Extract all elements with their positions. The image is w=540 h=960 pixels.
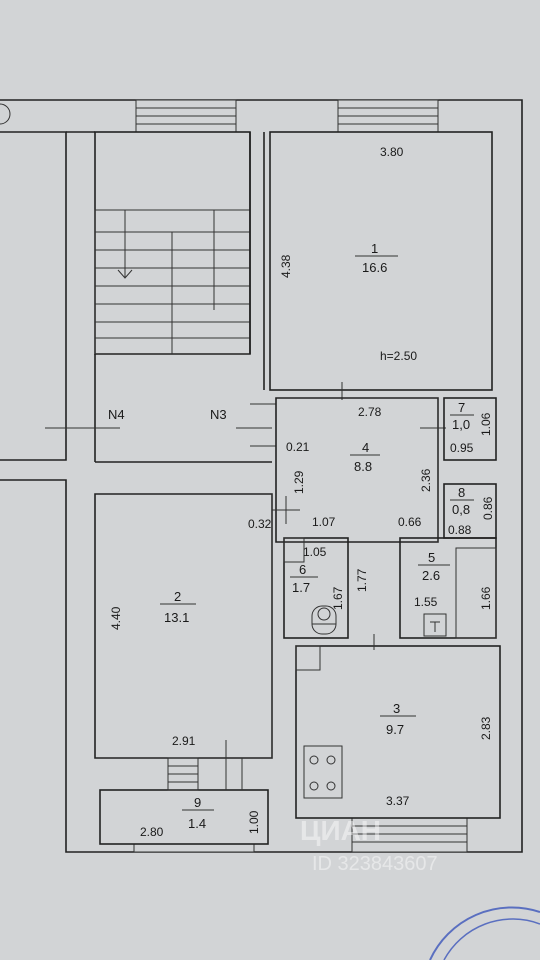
room-8-number: 8 (458, 485, 465, 500)
edge-marker (0, 103, 11, 125)
room-9 (99, 740, 269, 845)
dim-1-00: 1.00 (247, 810, 261, 834)
room-4-area: 8.8 (354, 459, 372, 474)
dim-1-66: 1.66 (479, 586, 493, 610)
dim-1-07: 1.07 (312, 515, 336, 529)
room-9-number: 9 (194, 795, 201, 810)
fraction-bars (160, 255, 474, 811)
dim-0-66: 0.66 (398, 515, 422, 529)
room-2 (94, 493, 273, 759)
room-7-area: 1,0 (452, 417, 470, 432)
outer-walls (0, 99, 523, 853)
dim-4-38: 4.38 (279, 254, 293, 278)
dim-0-21: 0.21 (286, 440, 310, 454)
room-1-number: 1 (371, 241, 378, 256)
stamp-fragment (429, 906, 540, 960)
room-4 (272, 397, 446, 543)
room-1 (269, 131, 493, 391)
room-5 (399, 537, 497, 639)
dim-2-80: 2.80 (140, 825, 164, 839)
watermark-brand: ЦИАН (300, 815, 381, 846)
watermark-id: ID 323843607 (312, 853, 438, 875)
room-9-area: 1.4 (188, 816, 206, 831)
dim-1-77: 1.77 (355, 568, 369, 592)
dim-1-55: 1.55 (414, 595, 438, 609)
room-6-number: 6 (299, 562, 306, 577)
room-2-number: 2 (174, 589, 181, 604)
label-n3: N3 (210, 407, 227, 422)
room-8-area: 0,8 (452, 502, 470, 517)
room-6-area: 1.7 (292, 580, 310, 595)
room-5-area: 2.6 (422, 568, 440, 583)
dim-2-83: 2.83 (479, 716, 493, 740)
room-7 (443, 397, 497, 461)
dim-2-91: 2.91 (172, 734, 196, 748)
room-4-number: 4 (362, 440, 369, 455)
dim-1-06: 1.06 (479, 412, 493, 436)
room-6 (283, 537, 349, 639)
dim-0-86: 0.86 (481, 496, 495, 520)
label-n4: N4 (108, 407, 125, 422)
staircase (94, 131, 251, 355)
dim-2-78: 2.78 (358, 405, 382, 419)
dim-0-95: 0.95 (450, 441, 474, 455)
room-5-number: 5 (428, 550, 435, 565)
dim-3-80: 3.80 (380, 145, 404, 159)
room-3 (295, 634, 501, 819)
dim-0-88: 0.88 (448, 523, 472, 537)
dim-2-36: 2.36 (419, 468, 433, 492)
corridor-walls (45, 132, 276, 463)
room-3-area: 9.7 (386, 722, 404, 737)
dim-1-05: 1.05 (303, 545, 327, 559)
dim-0-32: 0.32 (248, 517, 272, 531)
room-3-number: 3 (393, 701, 400, 716)
room-2-area: 13.1 (164, 610, 189, 625)
dim-1-67: 1.67 (331, 586, 345, 610)
dim-1-29: 1.29 (292, 470, 306, 494)
dim-4-40: 4.40 (109, 606, 123, 630)
room-1-area: 16.6 (362, 260, 387, 275)
ceiling-height: h=2.50 (380, 349, 417, 363)
dim-3-37: 3.37 (386, 794, 410, 808)
room-7-number: 7 (458, 400, 465, 415)
